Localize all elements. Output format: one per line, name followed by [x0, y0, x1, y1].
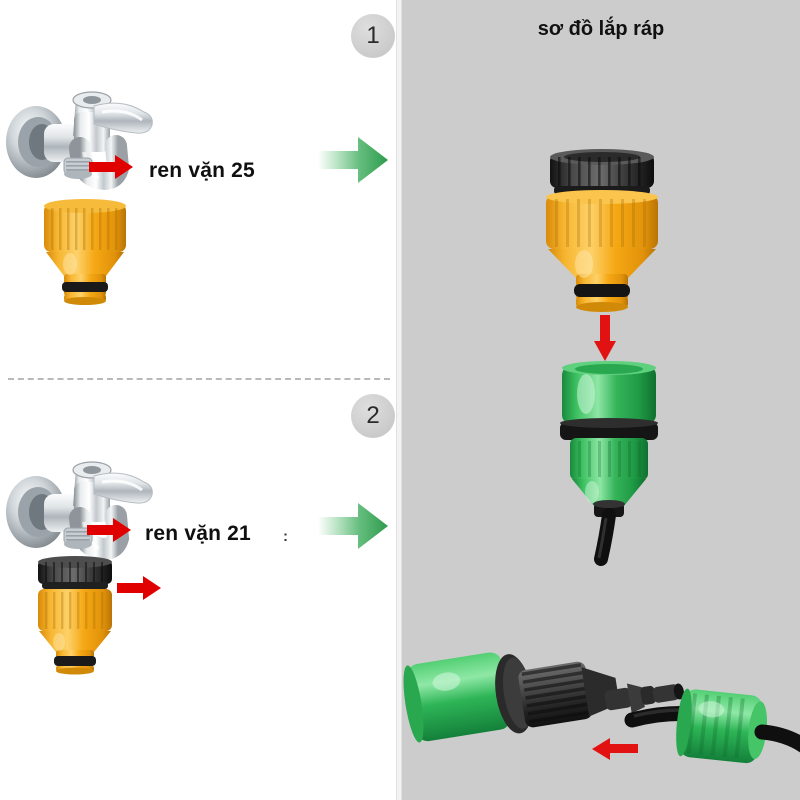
- yellow-tap-connector-step1: [36, 196, 134, 305]
- panel-divider: [396, 0, 402, 800]
- assembly-yellow-connector: [528, 148, 674, 320]
- section-divider: [8, 378, 390, 380]
- green-flow-arrow-step1: [316, 134, 390, 186]
- step2-label: ren vặn 21: [145, 522, 251, 545]
- step1-label: ren vặn 25: [149, 159, 255, 182]
- assembly-arrow-left: [592, 738, 638, 760]
- step-badge-1: 1: [351, 14, 395, 58]
- yellow-tap-connector-step2: [26, 556, 124, 675]
- red-pointer-arrow-step1: [89, 155, 135, 179]
- assembly-arrow-down: [594, 315, 616, 361]
- assembly-hose-barb-detail: [403, 592, 800, 792]
- chrome-faucet-icon-2: [2, 432, 154, 560]
- red-pointer-arrow-step2: [87, 518, 133, 542]
- assembly-diagram-title: sơ đồ lắp ráp: [537, 18, 665, 40]
- step2-extra-mark: :: [283, 528, 288, 545]
- step-badge-2: 2: [351, 394, 395, 438]
- assembly-green-coupling: [548, 360, 670, 566]
- red-pointer-arrow-connector2: [117, 576, 163, 600]
- green-flow-arrow-step2: [316, 500, 390, 552]
